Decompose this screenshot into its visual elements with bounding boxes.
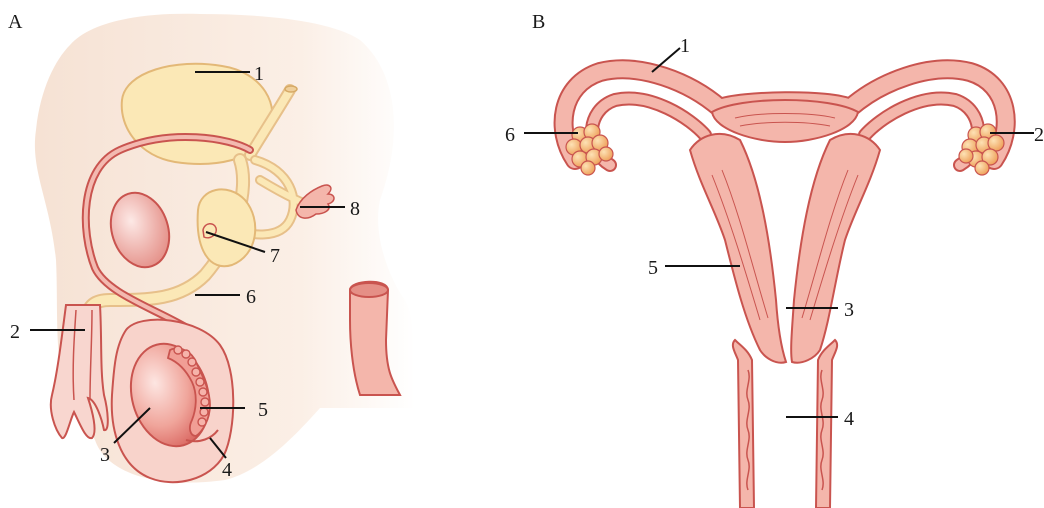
label-b-6: 6 [505, 124, 515, 146]
label-a-8: 8 [350, 198, 360, 220]
label-a-1: 1 [254, 63, 264, 85]
panel-a-letter: A [8, 11, 23, 33]
panel-a-male-diagram: A [8, 11, 415, 483]
label-b-3: 3 [844, 299, 854, 321]
label-a-5: 5 [258, 399, 268, 421]
label-a-2: 2 [10, 321, 20, 343]
vagina [733, 340, 754, 508]
uterine-wall-right [791, 134, 880, 363]
label-b-5: 5 [648, 257, 658, 279]
uterus-fundus [712, 100, 858, 142]
label-a-3: 3 [100, 444, 110, 466]
label-a-4: 4 [222, 459, 232, 481]
label-a-6: 6 [246, 286, 256, 308]
label-a-7: 7 [270, 245, 280, 267]
ureter-opening [285, 86, 297, 92]
panel-b-letter: B [532, 11, 545, 33]
panel-b-female-diagram: B [505, 11, 1044, 508]
label-b-1: 1 [680, 35, 690, 57]
label-b-4: 4 [844, 408, 854, 430]
label-b-2: 2 [1034, 124, 1044, 146]
